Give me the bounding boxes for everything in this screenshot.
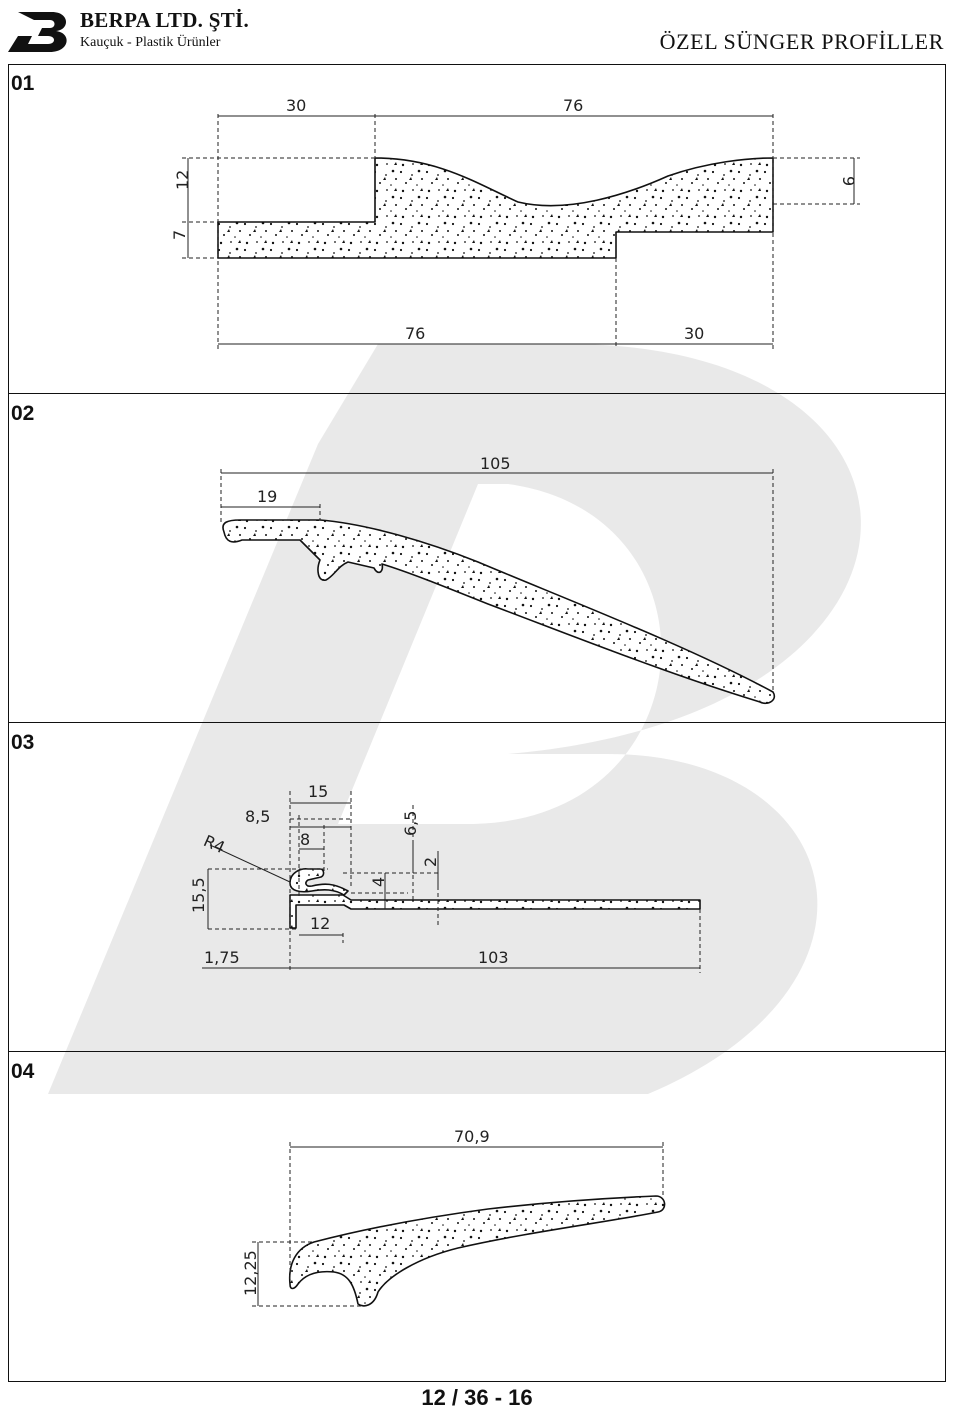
dim-label: 30 — [286, 96, 306, 115]
panel-number: 02 — [11, 402, 35, 425]
panel-number: 01 — [11, 72, 35, 95]
dim-label: 70,9 — [454, 1127, 490, 1146]
dim-label: 76 — [563, 96, 583, 115]
dim-label: 4 — [369, 877, 388, 887]
profile-04-shape — [288, 1195, 666, 1307]
panel-03: 03 15 8,5 8 6,5 R4 2 4 15,5 12 1,75 103 — [8, 722, 946, 1051]
dim-label: 76 — [405, 324, 425, 343]
dim-label: 15 — [308, 782, 328, 801]
profile-04-drawing: 70,9 12,25 — [241, 1127, 666, 1307]
dim-label: 105 — [480, 454, 511, 473]
dim-label: 1,75 — [204, 948, 240, 967]
panel-01: 01 30 76 12 7 9 76 30 — [8, 64, 946, 393]
document-title: ÖZEL SÜNGER PROFİLLER — [659, 29, 944, 54]
dim-label: 9 — [839, 176, 858, 186]
berpa-logo-icon — [8, 12, 67, 52]
dim-label: 19 — [257, 487, 277, 506]
dim-label: 15,5 — [189, 877, 208, 913]
dim-label: 12,25 — [241, 1250, 260, 1296]
dim-label: 8 — [300, 830, 310, 849]
page-header: BERPA LTD. ŞTİ. Kauçuk - Plastik Ürünler… — [0, 0, 954, 64]
dim-label: 7 — [170, 230, 189, 240]
dim-label: 12 — [310, 914, 330, 933]
company-tagline: Kauçuk - Plastik Ürünler — [80, 35, 221, 50]
dim-label: 12 — [173, 170, 192, 190]
dim-label: 8,5 — [245, 807, 270, 826]
company-name: BERPA LTD. ŞTİ. — [80, 8, 250, 32]
dim-label: 103 — [478, 948, 509, 967]
dim-label: 30 — [684, 324, 704, 343]
panel-04: 04 70,9 12,25 — [8, 1051, 946, 1382]
profile-02-drawing: 105 19 — [220, 454, 776, 705]
profile-01-shape — [217, 157, 774, 259]
drawing-frame — [8, 64, 946, 1382]
profile-03-drawing: 15 8,5 8 6,5 R4 2 4 15,5 12 1,75 103 — [189, 782, 701, 973]
page-code: 12 / 36 - 16 — [421, 1385, 533, 1410]
panel-02: 02 105 19 — [8, 393, 946, 722]
dim-label: R4 — [201, 831, 228, 857]
dim-label: 6,5 — [401, 811, 420, 836]
dim-label: 2 — [421, 857, 440, 867]
panel-number: 04 — [11, 1060, 35, 1083]
panel-number: 03 — [11, 731, 35, 754]
profile-01-drawing: 30 76 12 7 9 76 30 — [170, 96, 860, 349]
profile-02-shape — [222, 519, 776, 705]
